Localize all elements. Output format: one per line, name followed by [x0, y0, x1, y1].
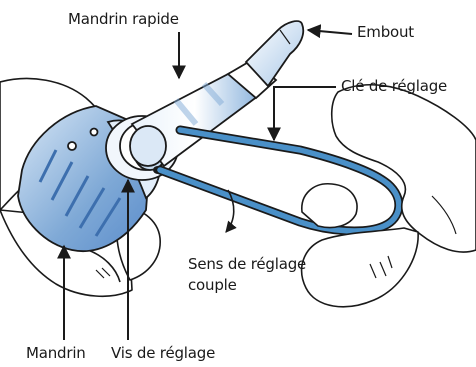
label-couple: couple: [188, 276, 237, 294]
leader-embout: [308, 30, 352, 34]
label-mandrin-rapide: Mandrin rapide: [68, 10, 179, 28]
label-cle-de-reglage: Clé de réglage: [341, 77, 447, 95]
leader-cle-de-reglage: [274, 87, 336, 140]
label-embout: Embout: [357, 23, 414, 41]
right-hand: [302, 85, 476, 307]
label-sens-de-reglage: Sens de réglage: [188, 255, 306, 273]
label-vis-de-reglage: Vis de réglage: [111, 344, 215, 362]
quick-chuck-shaft: [130, 60, 276, 166]
label-mandrin: Mandrin: [26, 344, 86, 362]
